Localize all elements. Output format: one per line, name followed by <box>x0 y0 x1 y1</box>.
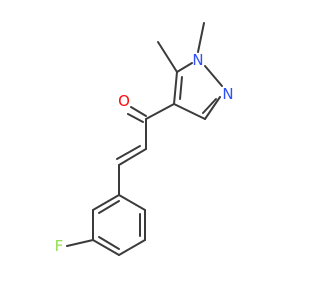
bond-co-c4 <box>145 103 175 120</box>
bond-pz-inner-2 <box>202 98 217 114</box>
bond-pz-c4-c5 <box>173 71 178 105</box>
bond-pz-c5-n1 <box>176 62 193 73</box>
bond-pz-n2-c3 <box>204 96 221 120</box>
bond-pz-c3-c4 <box>173 103 206 120</box>
atom-n2: N <box>222 85 233 103</box>
bond-ph-6 <box>92 194 120 211</box>
bond-carbonyl-co-2 <box>127 113 144 123</box>
bond-ph-3 <box>118 239 146 256</box>
bond-layer <box>66 22 223 256</box>
atom-n1-methyl: N <box>192 51 203 69</box>
bond-ph-1 <box>118 194 146 211</box>
molecule-structure: O N N F <box>55 22 234 256</box>
bond-c-f <box>66 239 94 247</box>
bond-calpha-cbeta-1 <box>118 148 147 166</box>
bond-ph-inner-3 <box>98 200 120 214</box>
atom-o-carbonyl: O <box>118 92 130 110</box>
bond-methyl-n1 <box>197 22 205 53</box>
bond-ph-inner-2 <box>98 236 120 250</box>
bond-ph-4 <box>92 239 120 256</box>
atom-f: F <box>55 237 64 255</box>
bond-methyl-c5 <box>157 41 178 73</box>
molecule-canvas: O N N F <box>55 22 234 256</box>
bond-pz-n1-n2 <box>204 65 223 87</box>
bond-pz-inner-1 <box>179 76 183 100</box>
bond-calpha-cbeta-2 <box>116 145 141 160</box>
atom-label-layer: O N N F <box>55 51 234 255</box>
bond-carbonyl-co-1 <box>130 106 147 117</box>
